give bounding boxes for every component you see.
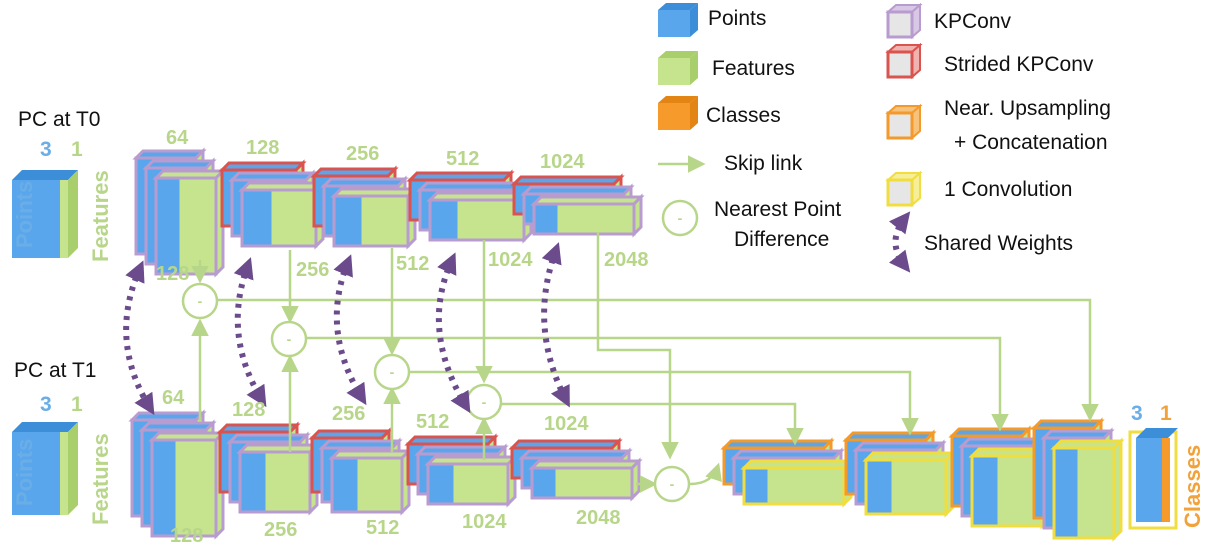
t0-top-label: 512 <box>446 148 479 170</box>
decoder-block <box>842 429 957 518</box>
t1-bottom-label: 128 <box>170 525 203 547</box>
t0-bottom-label: 1024 <box>488 249 533 271</box>
t0-top-label: 256 <box>346 143 379 165</box>
t1-bottom-label: 256 <box>264 519 297 541</box>
legend-upsampling-label: Near. Upsampling <box>944 97 1111 120</box>
svg-text:-: - <box>198 293 203 309</box>
svg-text:-: - <box>390 364 395 380</box>
encoder-block-t0 <box>132 147 227 278</box>
legend-classes-swatch <box>658 96 698 130</box>
legend-skip-label: Skip link <box>724 152 803 175</box>
diff-node: - <box>270 320 308 358</box>
shared-weight-arrows <box>123 242 570 416</box>
encoder-block-t0 <box>218 159 327 250</box>
t0-dim-points: 3 <box>40 138 52 161</box>
legend-diff-circle <box>661 199 699 237</box>
legend-kpconv-swatch <box>885 2 923 40</box>
legend-points-label: Points <box>708 7 766 30</box>
t0-bottom-label: 512 <box>396 253 429 275</box>
skip-links <box>191 232 1099 493</box>
t1-dim-features: 1 <box>71 393 83 416</box>
t0-top-label: 128 <box>246 137 279 159</box>
diff-node: - <box>373 353 411 391</box>
diff-node: - <box>181 282 219 320</box>
legend-strided-label: Strided KPConv <box>944 53 1094 76</box>
legend-nearest-label-2: Difference <box>734 228 829 251</box>
legend-upsampling-swatch <box>885 103 923 141</box>
decoder-block <box>720 437 855 508</box>
t1-top-label: 64 <box>162 387 185 409</box>
t1-top-label: 256 <box>332 403 365 425</box>
t1-top-label: 512 <box>416 411 449 433</box>
encoder-block-t0 <box>510 173 645 238</box>
t0-side-points: Points <box>12 181 37 248</box>
t0-dim-features: 1 <box>71 138 83 161</box>
t1-dim-points: 3 <box>40 393 52 416</box>
legend-features-label: Features <box>712 57 795 80</box>
legend-conv-label: 1 Convolution <box>944 178 1072 201</box>
output-cube <box>1128 428 1178 530</box>
legend-shared-label: Shared Weights <box>924 232 1073 255</box>
t0-top-label: 1024 <box>540 151 585 173</box>
encoder-block-t1 <box>508 437 643 502</box>
t1-bottom-label: 1024 <box>462 511 507 533</box>
t0-top-label: 64 <box>166 127 189 149</box>
t0-bottom-label: 128 <box>156 263 189 285</box>
legend-points-swatch <box>658 3 698 37</box>
svg-text:-: - <box>678 210 683 226</box>
t1-bottom-label: 512 <box>366 517 399 539</box>
t0-title: PC at T0 <box>18 108 100 131</box>
legend-kpconv-label: KPConv <box>934 10 1012 33</box>
t0-bottom-label: 2048 <box>604 249 649 271</box>
t1-title: PC at T1 <box>14 359 96 382</box>
encoder-block-t0 <box>310 165 419 250</box>
svg-text:-: - <box>287 331 292 347</box>
diff-node: - <box>653 465 691 503</box>
encoder-block-t1 <box>404 433 519 508</box>
out-dim-classes: 1 <box>1160 402 1172 425</box>
legend-upsampling-label-2: + Concatenation <box>954 131 1108 154</box>
svg-text:-: - <box>482 394 487 410</box>
legend-classes-label: Classes <box>706 104 781 127</box>
encoder-block-t1 <box>128 409 227 540</box>
legend-nearest-label: Nearest Point <box>714 198 841 221</box>
t1-top-label: 1024 <box>544 413 589 435</box>
out-side-classes: Classes <box>1180 445 1205 528</box>
legend-features-swatch <box>658 51 698 85</box>
input-cube-t1 <box>12 422 78 515</box>
legend: Points Features Classes Skip link - Near… <box>658 2 1111 273</box>
out-dim-points: 3 <box>1131 402 1143 425</box>
t1-top-label: 128 <box>232 399 265 421</box>
diff-node: - <box>465 383 503 421</box>
legend-conv-swatch <box>885 170 923 208</box>
input-cube-t0 <box>12 170 78 258</box>
decoder-block <box>948 425 1053 530</box>
t1-bottom-label: 2048 <box>576 507 621 529</box>
t1-side-features: Features <box>88 433 113 525</box>
encoder-block-t1 <box>216 421 321 516</box>
decoder-block <box>1030 417 1125 542</box>
legend-shared-arrow <box>888 211 911 273</box>
t1-side-points: Points <box>12 439 37 506</box>
encoder-block-t1 <box>308 427 413 516</box>
svg-text:-: - <box>670 476 675 492</box>
t0-side-features: Features <box>88 170 113 262</box>
diff-circles: - - - - - <box>181 282 691 503</box>
t0-bottom-label: 256 <box>296 259 329 281</box>
legend-strided-swatch <box>885 42 923 80</box>
